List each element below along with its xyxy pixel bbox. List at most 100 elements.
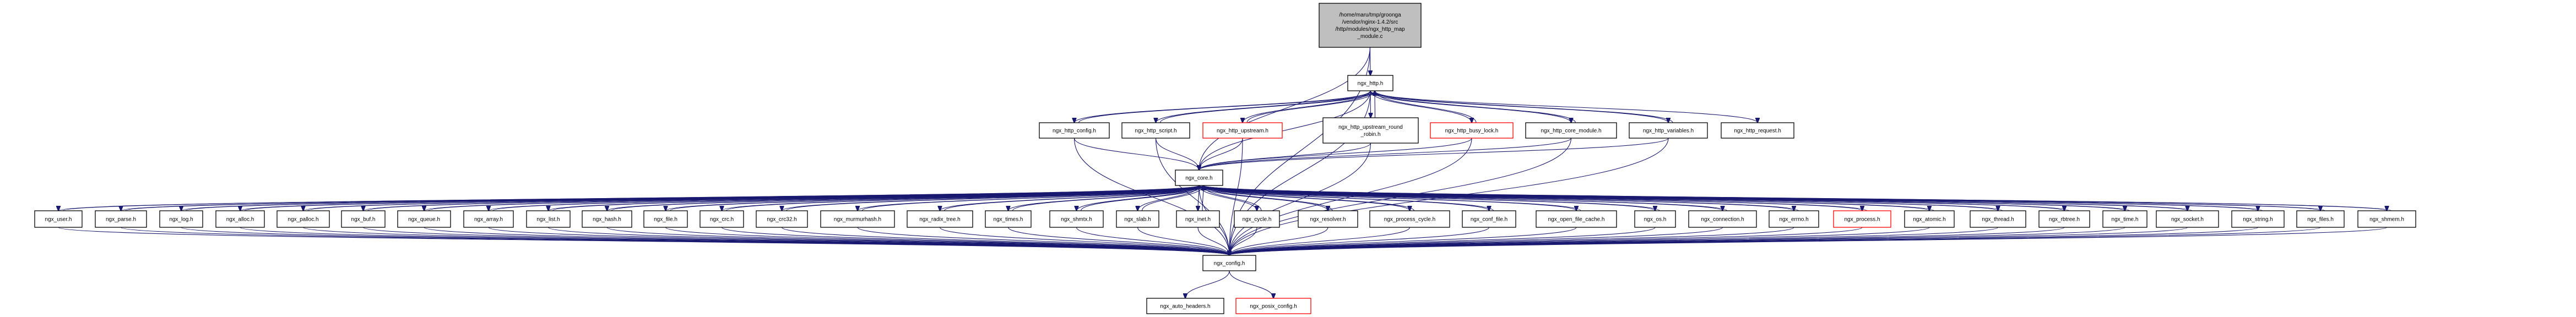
node-ngx-file-h[interactable]: ngx_file.h <box>643 210 688 228</box>
node-ngx-parse-h[interactable]: ngx_parse.h <box>95 210 147 228</box>
node-box <box>1322 117 1419 144</box>
node-ngx-crc32-h[interactable]: ngx_crc32.h <box>756 210 808 228</box>
edge-ngx_http_upstream_round_robin_h-to-ngx_config_h <box>1229 143 1371 255</box>
node-ngx-atomic-h[interactable]: ngx_atomic.h <box>1904 210 1955 228</box>
node-ngx-string-h[interactable]: ngx_string.h <box>2231 210 2285 228</box>
edge-ngx_thread_h-to-ngx_config_h <box>1229 227 1999 255</box>
node-ngx-log-h[interactable]: ngx_log.h <box>159 210 203 228</box>
node-box <box>756 210 808 228</box>
node-box <box>699 210 744 228</box>
node-ngx-crc-h[interactable]: ngx_crc.h <box>699 210 744 228</box>
node-box <box>985 210 1032 228</box>
node-ngx-buf-h[interactable]: ngx_buf.h <box>341 210 386 228</box>
node-ngx-resolver-h[interactable]: ngx_resolver.h <box>1298 210 1358 228</box>
node-root[interactable]: /home/maru/tmp/groonga/vendor/nginx-1.4.… <box>1319 3 1422 48</box>
node-ngx-slab-h[interactable]: ngx_slab.h <box>1116 210 1159 228</box>
node-ngx-http-script-h[interactable]: ngx_http_script.h <box>1121 122 1190 139</box>
node-box <box>1039 122 1110 139</box>
node-ngx-socket-h[interactable]: ngx_socket.h <box>2156 210 2219 228</box>
node-ngx-http-h[interactable]: ngx_http.h <box>1347 75 1393 91</box>
edge-ngx_config_h-to-ngx_auto_headers_h <box>1185 270 1230 298</box>
node-box <box>1202 255 1256 271</box>
node-ngx-radix-tree-h[interactable]: ngx_radix_tree.h <box>907 210 973 228</box>
node-ngx-http-config-h[interactable]: ngx_http_config.h <box>1039 122 1110 139</box>
node-box <box>1536 210 1617 228</box>
node-ngx-conf-file-h[interactable]: ngx_conf_file.h <box>1462 210 1516 228</box>
node-label: ngx_log.h <box>169 217 193 223</box>
edge-ngx_shmem_h-to-ngx_core_h <box>1203 185 2392 211</box>
node-ngx-connection-h[interactable]: ngx_connection.h <box>1688 210 1757 228</box>
node-ngx-open-file-cache-h[interactable]: ngx_open_file_cache.h <box>1536 210 1617 228</box>
node-ngx-http-variables-h[interactable]: ngx_http_variables.h <box>1629 122 1708 139</box>
node-ngx-config-h[interactable]: ngx_config.h <box>1202 255 1256 271</box>
node-ngx-rbtree-h[interactable]: ngx_rbtree.h <box>2038 210 2090 228</box>
node-label: ngx_murmurhash.h <box>834 217 881 223</box>
node-box <box>643 210 688 228</box>
edge-ngx_http_core_module_h-to-ngx_http_h <box>1375 91 1576 123</box>
edge-ngx_alloc_h-to-ngx_core_h <box>244 185 1203 211</box>
edge-ngx_rbtree_h-to-ngx_core_h <box>1203 185 2069 211</box>
edge-ngx_http_script_h-to-ngx_http_h <box>1159 91 1375 123</box>
node-label: ngx_queue.h <box>408 217 440 223</box>
node-ngx-http-upstream-round-robin-h[interactable]: ngx_http_upstream_round_robin.h <box>1322 117 1419 144</box>
edge-ngx_http_upstream_h-to-ngx_http_h <box>1246 91 1375 123</box>
node-box <box>1146 298 1224 314</box>
node-ngx-os-h[interactable]: ngx_os.h <box>1634 210 1676 228</box>
edge-ngx_process_cycle_h-to-ngx_config_h <box>1229 227 1411 255</box>
node-box <box>276 210 330 228</box>
node-ngx-user-h[interactable]: ngx_user.h <box>34 210 83 228</box>
node-label: ngx_alloc.h <box>226 217 254 223</box>
node-ngx-palloc-h[interactable]: ngx_palloc.h <box>276 210 330 228</box>
node-label: ngx_shmtx.h <box>1061 217 1092 223</box>
node-ngx-array-h[interactable]: ngx_array.h <box>463 210 514 228</box>
node-ngx-http-core-module-h[interactable]: ngx_http_core_module.h <box>1525 122 1617 139</box>
nodes-layer: /home/maru/tmp/groonga/vendor/nginx-1.4.… <box>34 3 2416 314</box>
node-label: ngx_socket.h <box>2171 217 2204 223</box>
node-ngx-times-h[interactable]: ngx_times.h <box>985 210 1032 228</box>
edge-ngx_string_h-to-ngx_core_h <box>1203 185 2263 211</box>
node-ngx-shmtx-h[interactable]: ngx_shmtx.h <box>1049 210 1104 228</box>
node-ngx-inet-h[interactable]: ngx_inet.h <box>1176 210 1220 228</box>
node-label: ngx_process.h <box>1844 217 1880 223</box>
node-box <box>1121 122 1190 139</box>
node-ngx-cycle-h[interactable]: ngx_cycle.h <box>1234 210 1280 228</box>
node-box <box>1347 75 1393 91</box>
node-ngx-core-h[interactable]: ngx_core.h <box>1175 170 1223 186</box>
node-ngx-process-h: ngx_process.h <box>1833 210 1891 228</box>
edge-ngx_core_h-to-ngx_inet_h <box>1198 185 1199 211</box>
edge-ngx_process_h-to-ngx_config_h <box>1229 227 1863 255</box>
node-label: ngx_config.h <box>1214 261 1245 267</box>
node-box <box>1833 210 1891 228</box>
edge-ngx_radix_tree_h-to-ngx_config_h <box>939 227 1230 255</box>
node-ngx-errno-h[interactable]: ngx_errno.h <box>1769 210 1819 228</box>
node-label: ngx_thread.h <box>1982 217 2014 223</box>
node-ngx-time-h[interactable]: ngx_time.h <box>2102 210 2147 228</box>
node-label: ngx_conf_file.h <box>1471 217 1507 223</box>
node-box <box>2296 210 2345 228</box>
node-label: ngx_os.h <box>1644 217 1667 223</box>
node-box <box>1430 122 1514 139</box>
node-box <box>1462 210 1516 228</box>
node-label: ngx_http_upstream_round <box>1338 124 1403 130</box>
node-label: ngx_files.h <box>2307 217 2334 223</box>
node-ngx-thread-h[interactable]: ngx_thread.h <box>1970 210 2026 228</box>
edge-ngx_array_h-to-ngx_core_h <box>492 185 1203 211</box>
node-label: ngx_file.h <box>654 217 677 223</box>
node-label: /home/maru/tmp/groonga <box>1339 12 1401 18</box>
node-label: ngx_posix_config.h <box>1250 304 1297 310</box>
node-label: /vendor/nginx-1.4.2/src <box>1342 19 1398 25</box>
node-ngx-list-h[interactable]: ngx_list.h <box>526 210 571 228</box>
node-ngx-murmurhash-h[interactable]: ngx_murmurhash.h <box>820 210 895 228</box>
edge-ngx_shmtx_h-to-ngx_config_h <box>1076 227 1230 255</box>
node-ngx-shmem-h[interactable]: ngx_shmem.h <box>2357 210 2416 228</box>
node-ngx-files-h[interactable]: ngx_files.h <box>2296 210 2345 228</box>
node-box <box>341 210 386 228</box>
node-ngx-alloc-h[interactable]: ngx_alloc.h <box>215 210 265 228</box>
node-ngx-http-request-h[interactable]: ngx_http_request.h <box>1721 122 1794 139</box>
node-ngx-queue-h[interactable]: ngx_queue.h <box>397 210 451 228</box>
node-ngx-auto-headers-h[interactable]: ngx_auto_headers.h <box>1146 298 1224 314</box>
node-ngx-process-cycle-h[interactable]: ngx_process_cycle.h <box>1369 210 1450 228</box>
node-ngx-hash-h[interactable]: ngx_hash.h <box>582 210 632 228</box>
node-label: ngx_times.h <box>994 217 1023 223</box>
node-box <box>2357 210 2416 228</box>
